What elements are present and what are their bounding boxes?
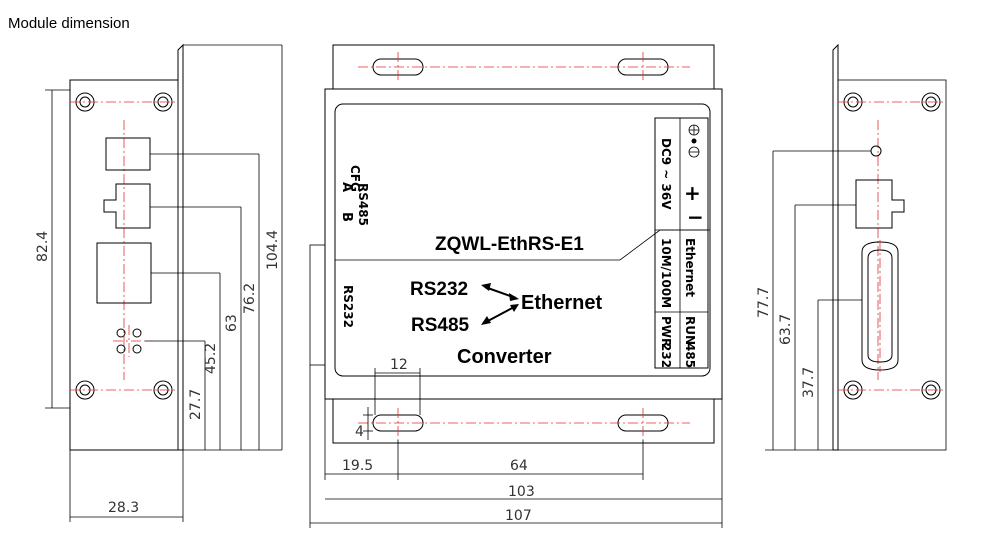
led-group (113, 325, 145, 357)
label-rs232-side: RS232 (341, 285, 355, 328)
dim-height-outer: 82.4 (35, 231, 51, 262)
page-title: Module dimension (8, 15, 130, 32)
label-rs485: RS485 (356, 183, 370, 226)
dim-height-63-7: 63.7 (778, 314, 794, 345)
label-cfg: CFG (348, 165, 362, 192)
bottom-flange (332, 398, 715, 444)
power-jack-outline (870, 145, 882, 157)
label-model: ZQWL-EthRS-E1 (435, 234, 584, 255)
power-polarity-icon (688, 124, 700, 158)
terminal-block-outline (103, 183, 151, 229)
bidirectional-arrows-icon (481, 283, 519, 325)
label-run: RUN (683, 316, 697, 345)
label-tag-rs232: RS232 (410, 279, 468, 300)
dim-64: 64 (510, 458, 528, 474)
label-tag-ethernet: Ethernet (521, 292, 602, 314)
rj45-side-outline (855, 179, 905, 229)
dim-height-37-7: 37.7 (801, 367, 817, 398)
dim-12: 12 (390, 357, 408, 373)
right-side-view: 77.7 63.7 37.7 (756, 43, 947, 451)
label-speed: 10M/100M (659, 238, 673, 308)
label-tag-rs485: RS485 (411, 315, 470, 336)
label-pwr: PWR (659, 316, 673, 347)
label-power-range: DC9 ~ 36V (659, 138, 673, 210)
dim-4: 4 (355, 424, 364, 440)
label-a: A (339, 182, 354, 192)
left-side-view: 28.3 82.4 27.7 45.2 63 76.2 104.4 (35, 43, 283, 522)
dim-height-27-7: 27.7 (188, 389, 204, 420)
label-b: B (339, 212, 354, 222)
dim-height-45-2: 45.2 (203, 343, 219, 374)
label-232-led: 232 (659, 343, 673, 368)
right-label-box (654, 117, 709, 369)
dim-19-5: 19.5 (342, 458, 373, 474)
dim-height-63: 63 (224, 314, 240, 332)
front-view: CFG A B RS485 RS232 DC9 ~ 36V + − Ethern… (309, 44, 723, 528)
dim-103: 103 (508, 484, 535, 500)
dim-107: 107 (505, 508, 532, 524)
label-minus: − (687, 205, 704, 229)
label-485-led: 485 (683, 343, 697, 368)
db9-outline (861, 241, 899, 371)
cfg-button-outline (105, 137, 151, 171)
side-connector (309, 244, 326, 366)
dim-height-104-4: 104.4 (265, 230, 281, 270)
dim-height-77-7: 77.7 (756, 287, 772, 318)
dim-width-left: 28.3 (108, 500, 139, 516)
label-tag-converter: Converter (457, 346, 552, 368)
label-ethernet-panel: Ethernet (683, 238, 697, 297)
dim-height-76-2: 76.2 (242, 283, 258, 314)
label-plus: + (684, 181, 701, 205)
front-panel (334, 103, 711, 377)
